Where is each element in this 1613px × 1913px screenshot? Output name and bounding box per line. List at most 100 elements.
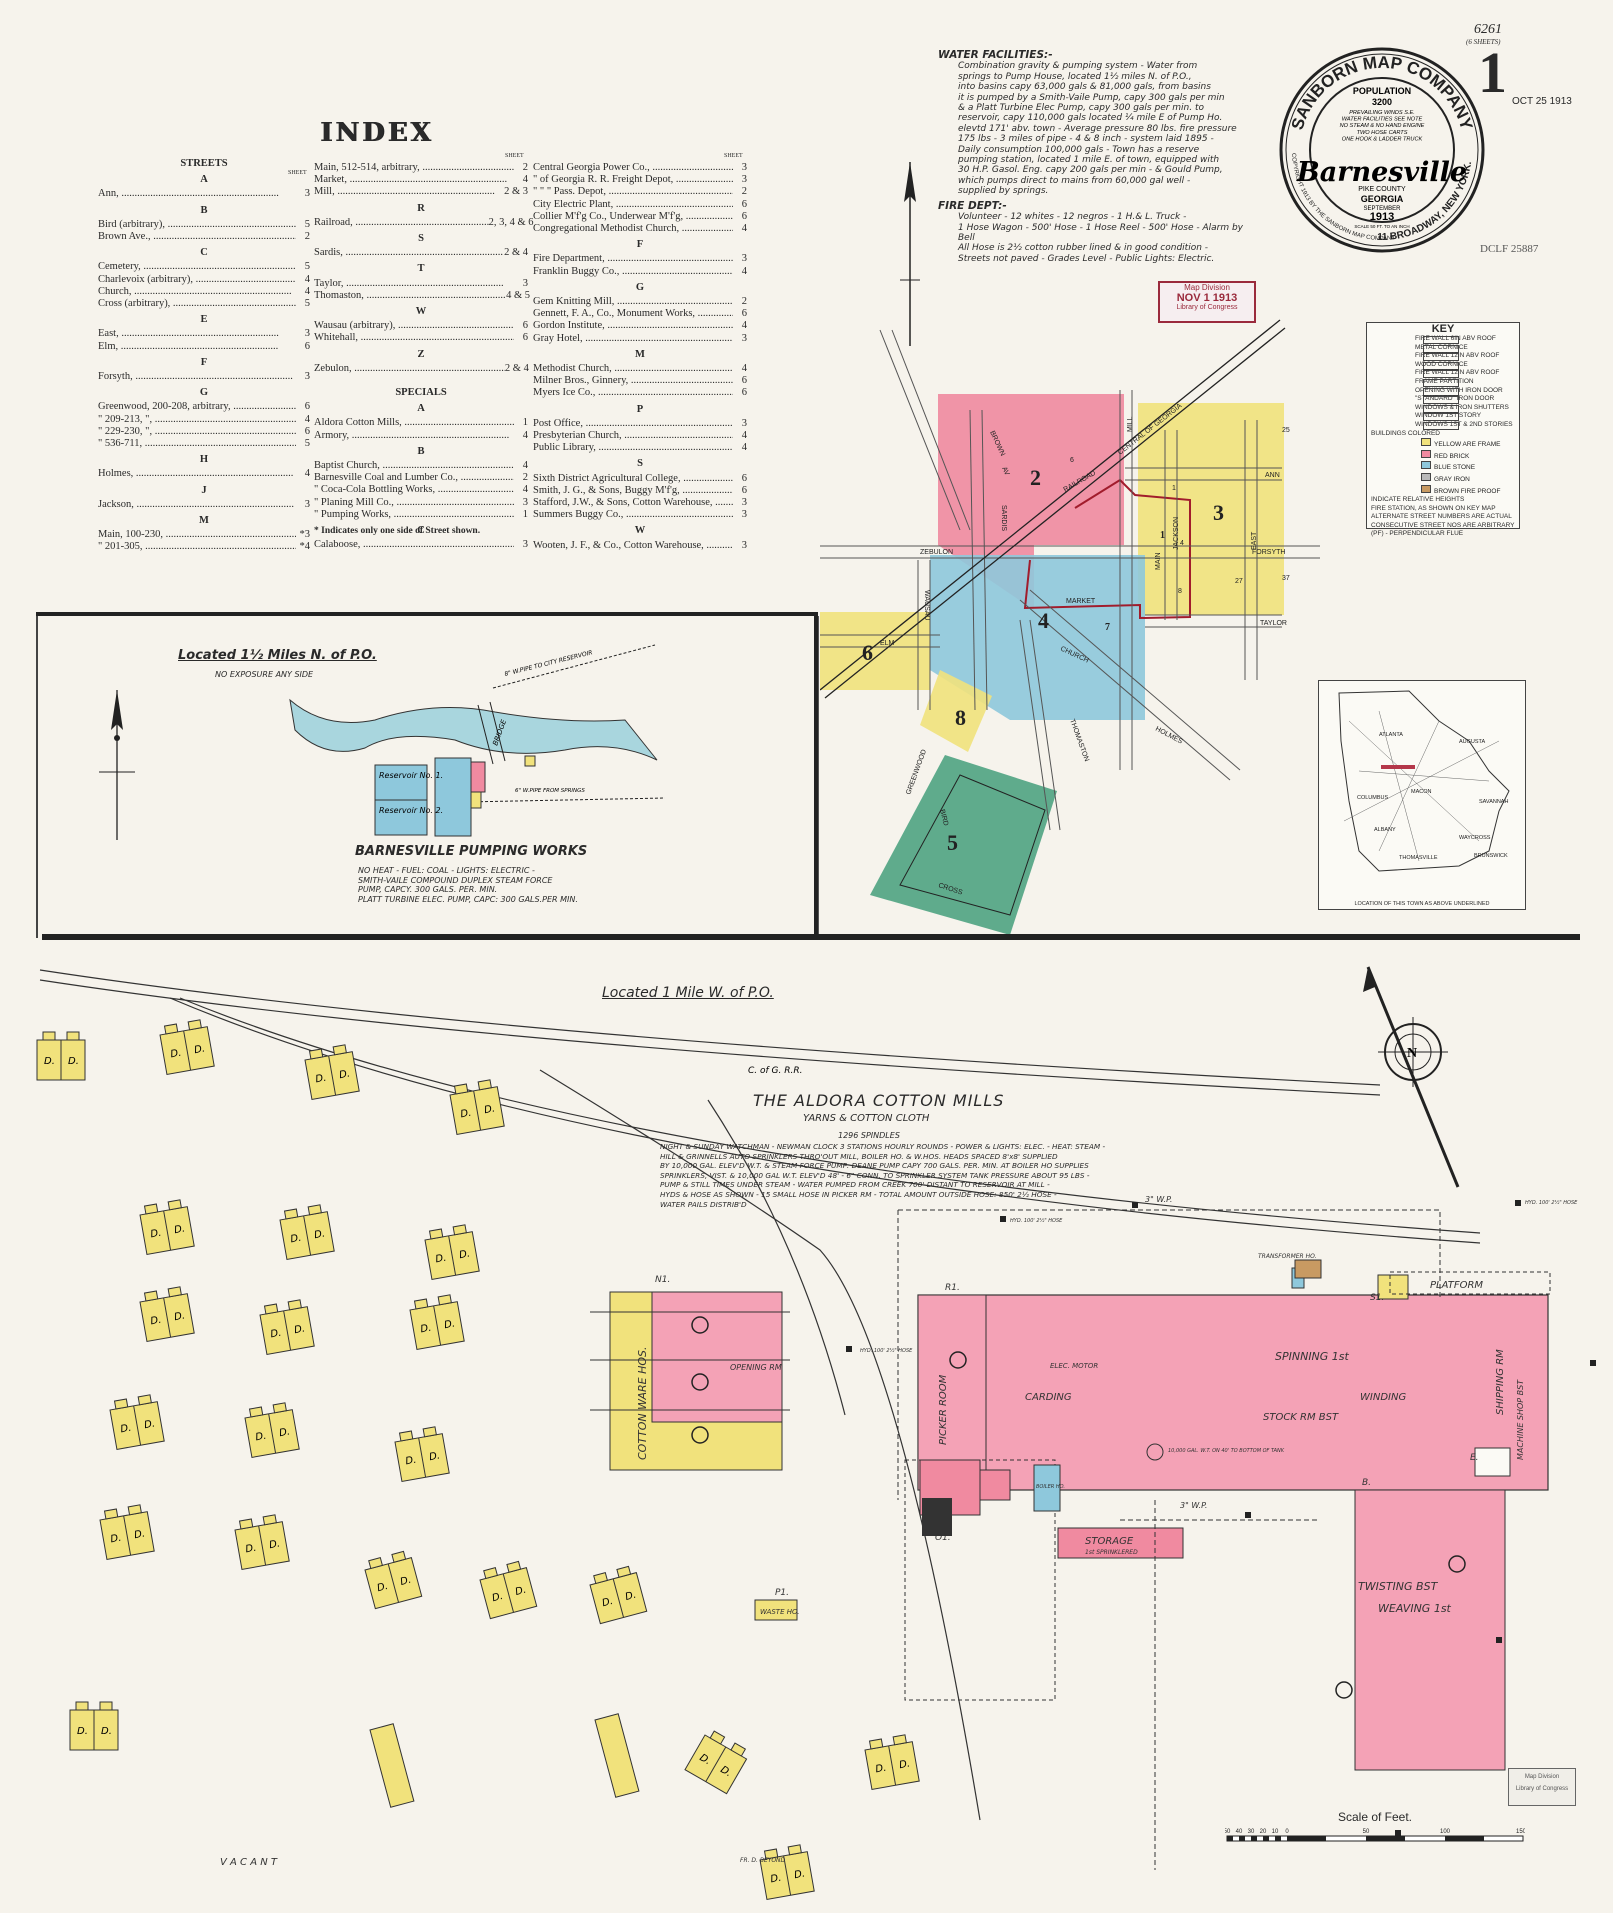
street-label: MAIN (1155, 553, 1162, 571)
index-entry-name: Central Georgia Power Co., .............… (533, 162, 733, 173)
barnesville-marker (1381, 765, 1415, 769)
index-entry-name: Barnesville Coal and Lumber Co., .......… (314, 472, 514, 484)
dwelling-mark: D. (315, 1073, 328, 1086)
stamp-date: NOV 1 1913 (1176, 292, 1238, 304)
key-color-swatch (1421, 472, 1431, 481)
railroad-tracks (39, 969, 1481, 1821)
index-entry: Gennett, F. A., Co., Monument Works, ...… (533, 308, 747, 320)
index-entry-name: Brown Ave., ............................… (98, 231, 296, 243)
index-entry: Mill, ..................................… (314, 186, 528, 198)
index-entry: Milner Bros., Ginnery, .................… (533, 375, 747, 387)
key-colors-heading: BUILDINGS COLORED (1371, 429, 1440, 437)
index-entry-name: Gem Knitting Mill, .....................… (533, 296, 733, 308)
pumping-works-plan: BRIDGE 8" W.PIPE TO CITY RESERVOIR 6" W.… (99, 644, 666, 840)
sheets-count: (6 SHEETS) (1466, 38, 1501, 46)
building-id-label: O1. (935, 1533, 951, 1543)
seal-note: PREVAILING WINDS S.E. (1349, 110, 1415, 116)
warehouse-label: COTTON WARE HOS. (636, 1346, 649, 1460)
index-entry-name: Sardis, ................................… (314, 247, 503, 259)
index-letter: M (199, 515, 209, 527)
fire-note-line: Volunteer - 12 whites - 12 negros - 1 H.… (958, 212, 1187, 223)
stock-room-label: STOCK RM BST (1263, 1412, 1339, 1423)
dwelling-mark: D. (483, 1103, 496, 1116)
fire-dept-lines: Volunteer - 12 whites - 12 negros - 1 H.… (938, 212, 1258, 254)
index-entry: Smith, J. G., & Sons, Buggy M'f'g, .....… (533, 485, 747, 497)
index-entry: Railroad, ..............................… (314, 217, 534, 229)
seal-town: Barnesville (1296, 157, 1467, 188)
dwelling-mark: D. (255, 1431, 268, 1444)
index-entry: Holmes, ................................… (98, 468, 310, 480)
index-entry-sheet: 6 (522, 332, 528, 344)
dwelling: D.D. (159, 1019, 215, 1075)
seal-county: PIKE COUNTY (1358, 186, 1406, 193)
index-entry: Wausau (arbitrary), ....................… (314, 320, 528, 332)
mill-location-title: Located 1 Mile W. of P.O. (602, 985, 774, 1001)
index-entry-name: " of Georgia R. R. Freight Depot, ......… (533, 174, 733, 186)
index-entry-name: East, ..................................… (98, 328, 279, 340)
dwelling-mark: D. (143, 1418, 156, 1431)
dwelling-mark: D. (698, 1752, 713, 1767)
scale-tick-label: 0 (1285, 1829, 1289, 1835)
platform-label: PLATFORM (1430, 1280, 1483, 1291)
dwelling-mark: D. (718, 1764, 733, 1779)
index-entry: Stafford, J.W., & Sons, Cotton Warehouse… (533, 497, 747, 509)
storage-label: STORAGE (1085, 1536, 1134, 1547)
water-note-line: into basins capy 63,000 gals & 81,000 ga… (958, 82, 1211, 93)
scale-tick-label: 100 (1440, 1829, 1451, 1835)
index-entry-name: " 536-711, .............................… (98, 438, 296, 450)
key-symbol-icon (1423, 378, 1459, 387)
pumping-location-title: Located 1½ Miles N. of P.O. (178, 648, 377, 663)
index-entry-name: Gordon Institute, ......................… (533, 320, 733, 332)
seal-scale: SCALE 50 FT. TO AN INCH (1354, 224, 1409, 229)
dwelling: D.D. (364, 1550, 423, 1610)
street-label: HOLMES (1154, 726, 1184, 746)
place-label: COLUMBUS (1357, 795, 1389, 801)
index-entry-name: Main, 100-230, .........................… (98, 529, 296, 541)
catalog-number: 6261 (1474, 22, 1502, 37)
street-lines (820, 329, 1320, 831)
pumping-detail-line: SMITH-VAILE COMPOUND DUPLEX STEAM FORCE (358, 875, 553, 885)
index-letter: J (201, 484, 207, 496)
dwelling-mark: D. (77, 1726, 88, 1737)
mill-houses: D.D.D.D.D.D.D.D.D.D.D.D.D.D.D.D.D.D.D.D.… (36, 1019, 920, 1900)
index-entry-sheet: 3 (741, 174, 747, 186)
index-letter: C (200, 247, 208, 259)
index-entry-sheet: 6 (741, 308, 747, 320)
key-title: KEY (1431, 323, 1455, 335)
fire-note-line: 1 Hose Wagon - 500' Hose - 1 Hose Reel -… (958, 222, 1244, 243)
mill-note-line: WATER PAILS DISTRIB'D (660, 1199, 747, 1209)
seal-note: TWO HOSE CARTS (1357, 130, 1408, 136)
dwelling-mark: D. (44, 1056, 55, 1067)
index-entry-name: Post Office, ...........................… (533, 417, 733, 429)
index-entry-sheet: 4 (522, 460, 528, 472)
twisting-label: TWISTING BST (1358, 1580, 1439, 1593)
index-entry-name: Jackson, ...............................… (98, 498, 294, 510)
reservoir-1-label: Reservoir No. 1. (379, 771, 443, 780)
index-entry: Presbyterian Church, ...................… (533, 430, 747, 442)
index-entry-sheet: 3 (741, 332, 747, 344)
dwelling: D.D. (259, 1299, 315, 1355)
dwelling: D.D. (99, 1504, 155, 1560)
keymap-left-border (818, 616, 819, 934)
index-entry-name: Mill, ..................................… (314, 186, 495, 198)
sheet-label: SHEET (288, 170, 307, 176)
pumping-works-name: BARNESVILLE PUMPING WORKS (355, 844, 588, 859)
index-entry-name: Cemetery, ..............................… (98, 261, 296, 273)
mill-note-line: SPRINKLERS, VIST. & 10,000 GAL W.T. ELEV… (660, 1170, 1090, 1180)
index-entry-sheet: 5 (304, 298, 310, 310)
index-entry-sheet: 4 (304, 468, 310, 480)
fire-limit-outline (1023, 478, 1191, 620)
index-letter: F (636, 239, 644, 251)
main-mill-building (917, 1294, 1549, 1491)
place-label: SAVANNAH (1479, 799, 1508, 805)
index-entry-name: Elm, ...................................… (98, 340, 279, 352)
seal-year: 1913 (1370, 211, 1394, 223)
key-symbol-icon (1423, 336, 1459, 344)
dwelling: D.D. (244, 1402, 300, 1458)
pumping-details: NO HEAT - FUEL: COAL - LIGHTS: ELECTRIC … (358, 866, 578, 904)
picker-room (917, 1294, 987, 1491)
index-title: INDEX (320, 118, 434, 148)
block-number: 1 (1172, 485, 1176, 492)
